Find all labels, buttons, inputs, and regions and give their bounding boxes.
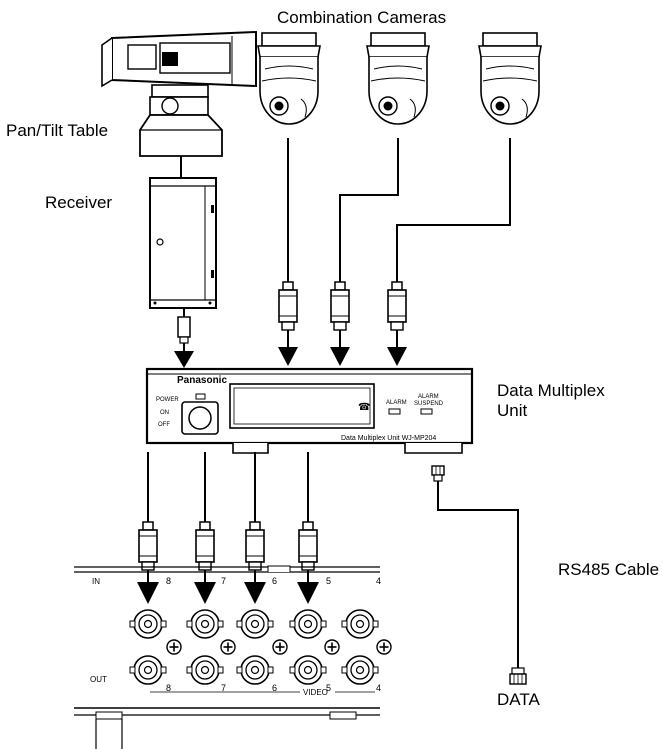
video-bnc-connector-8 (138, 521, 158, 571)
camera-arrows (278, 330, 407, 366)
power-label: POWER (156, 397, 179, 403)
channel-number-8-out: 8 (166, 683, 171, 693)
channel-number-7-out: 7 (221, 683, 226, 693)
channel-number-5-out: 5 (326, 683, 331, 693)
data-port-label: DATA (497, 690, 540, 709)
video-bnc-connector-7 (195, 521, 215, 571)
panel-screw-icon (272, 639, 288, 655)
video-in-jack-8 (129, 609, 167, 639)
channel-number-6: 6 (272, 576, 277, 586)
receiver-label: Receiver (45, 193, 113, 212)
camera-2-bnc-connector (330, 281, 350, 331)
rs485-cable (431, 465, 527, 685)
alarm-label: ALARM (386, 400, 407, 406)
camera-1-bnc-connector (278, 281, 298, 331)
video-out-jack-7 (186, 655, 224, 685)
channel-number-6-out: 6 (272, 683, 277, 693)
video-in-jack-6 (236, 609, 274, 639)
rear-panel (74, 565, 380, 749)
camera-cables (287, 138, 511, 282)
alarm-suspend-label-1: ALARM (418, 394, 439, 400)
panel-screw-icon (166, 639, 182, 655)
power-on-label: ON (160, 410, 169, 416)
panel-in-label: IN (92, 577, 100, 586)
pan-tilt-table (139, 84, 223, 178)
brand-logo: Panasonic (177, 375, 227, 386)
video-in-jack-4 (341, 609, 379, 639)
data-multiplex-unit-label-line2: Unit (497, 401, 528, 420)
channel-number-7: 7 (221, 576, 226, 586)
combination-camera-3 (478, 32, 542, 125)
data-multiplex-unit-label-line1: Data Multiplex (497, 381, 605, 400)
receiver-box (149, 177, 217, 309)
combination-camera-1 (257, 32, 321, 125)
panel-screw-icon (220, 639, 236, 655)
video-arrows (137, 570, 319, 604)
combination-camera-2 (366, 32, 430, 125)
receiver-cable (174, 308, 194, 368)
combination-cameras-label: Combination Cameras (277, 8, 447, 27)
channel-number-4-out: 4 (376, 683, 381, 693)
alarm-suspend-button (420, 408, 433, 415)
channel-number-5: 5 (326, 576, 331, 586)
pan-tilt-table-label: Pan/Tilt Table (6, 121, 109, 140)
video-out-jack-8 (129, 655, 167, 685)
video-bnc-connector-5 (298, 521, 318, 571)
channel-number-8: 8 (166, 576, 171, 586)
video-out-jack-6 (236, 655, 274, 685)
power-off-label: OFF (158, 422, 170, 428)
video-out-jack-5 (289, 655, 327, 685)
rs485-cable-label: RS485 Cable (558, 560, 660, 579)
channel-number-4: 4 (376, 576, 381, 586)
model-label: Data Multiplex Unit WJ-MP204 (341, 435, 436, 442)
alarm-indicator (388, 408, 401, 415)
pan-tilt-camera-housing (101, 30, 257, 88)
power-switch (181, 393, 219, 435)
video-in-jack-5 (289, 609, 327, 639)
video-out-jack-4 (341, 655, 379, 685)
video-bnc-connector-6 (245, 521, 265, 571)
camera-3-bnc-connector (387, 281, 407, 331)
panel-screw-icon (324, 639, 340, 655)
panel-screw-icon (376, 639, 392, 655)
panel-video-label: VIDEO (303, 688, 328, 697)
video-in-jack-7 (186, 609, 224, 639)
unit-knob-icon: ☎ (358, 402, 370, 413)
alarm-suspend-label-2: SUSPEND (414, 401, 444, 407)
panel-out-label: OUT (90, 675, 107, 684)
video-output-cables (147, 452, 309, 522)
